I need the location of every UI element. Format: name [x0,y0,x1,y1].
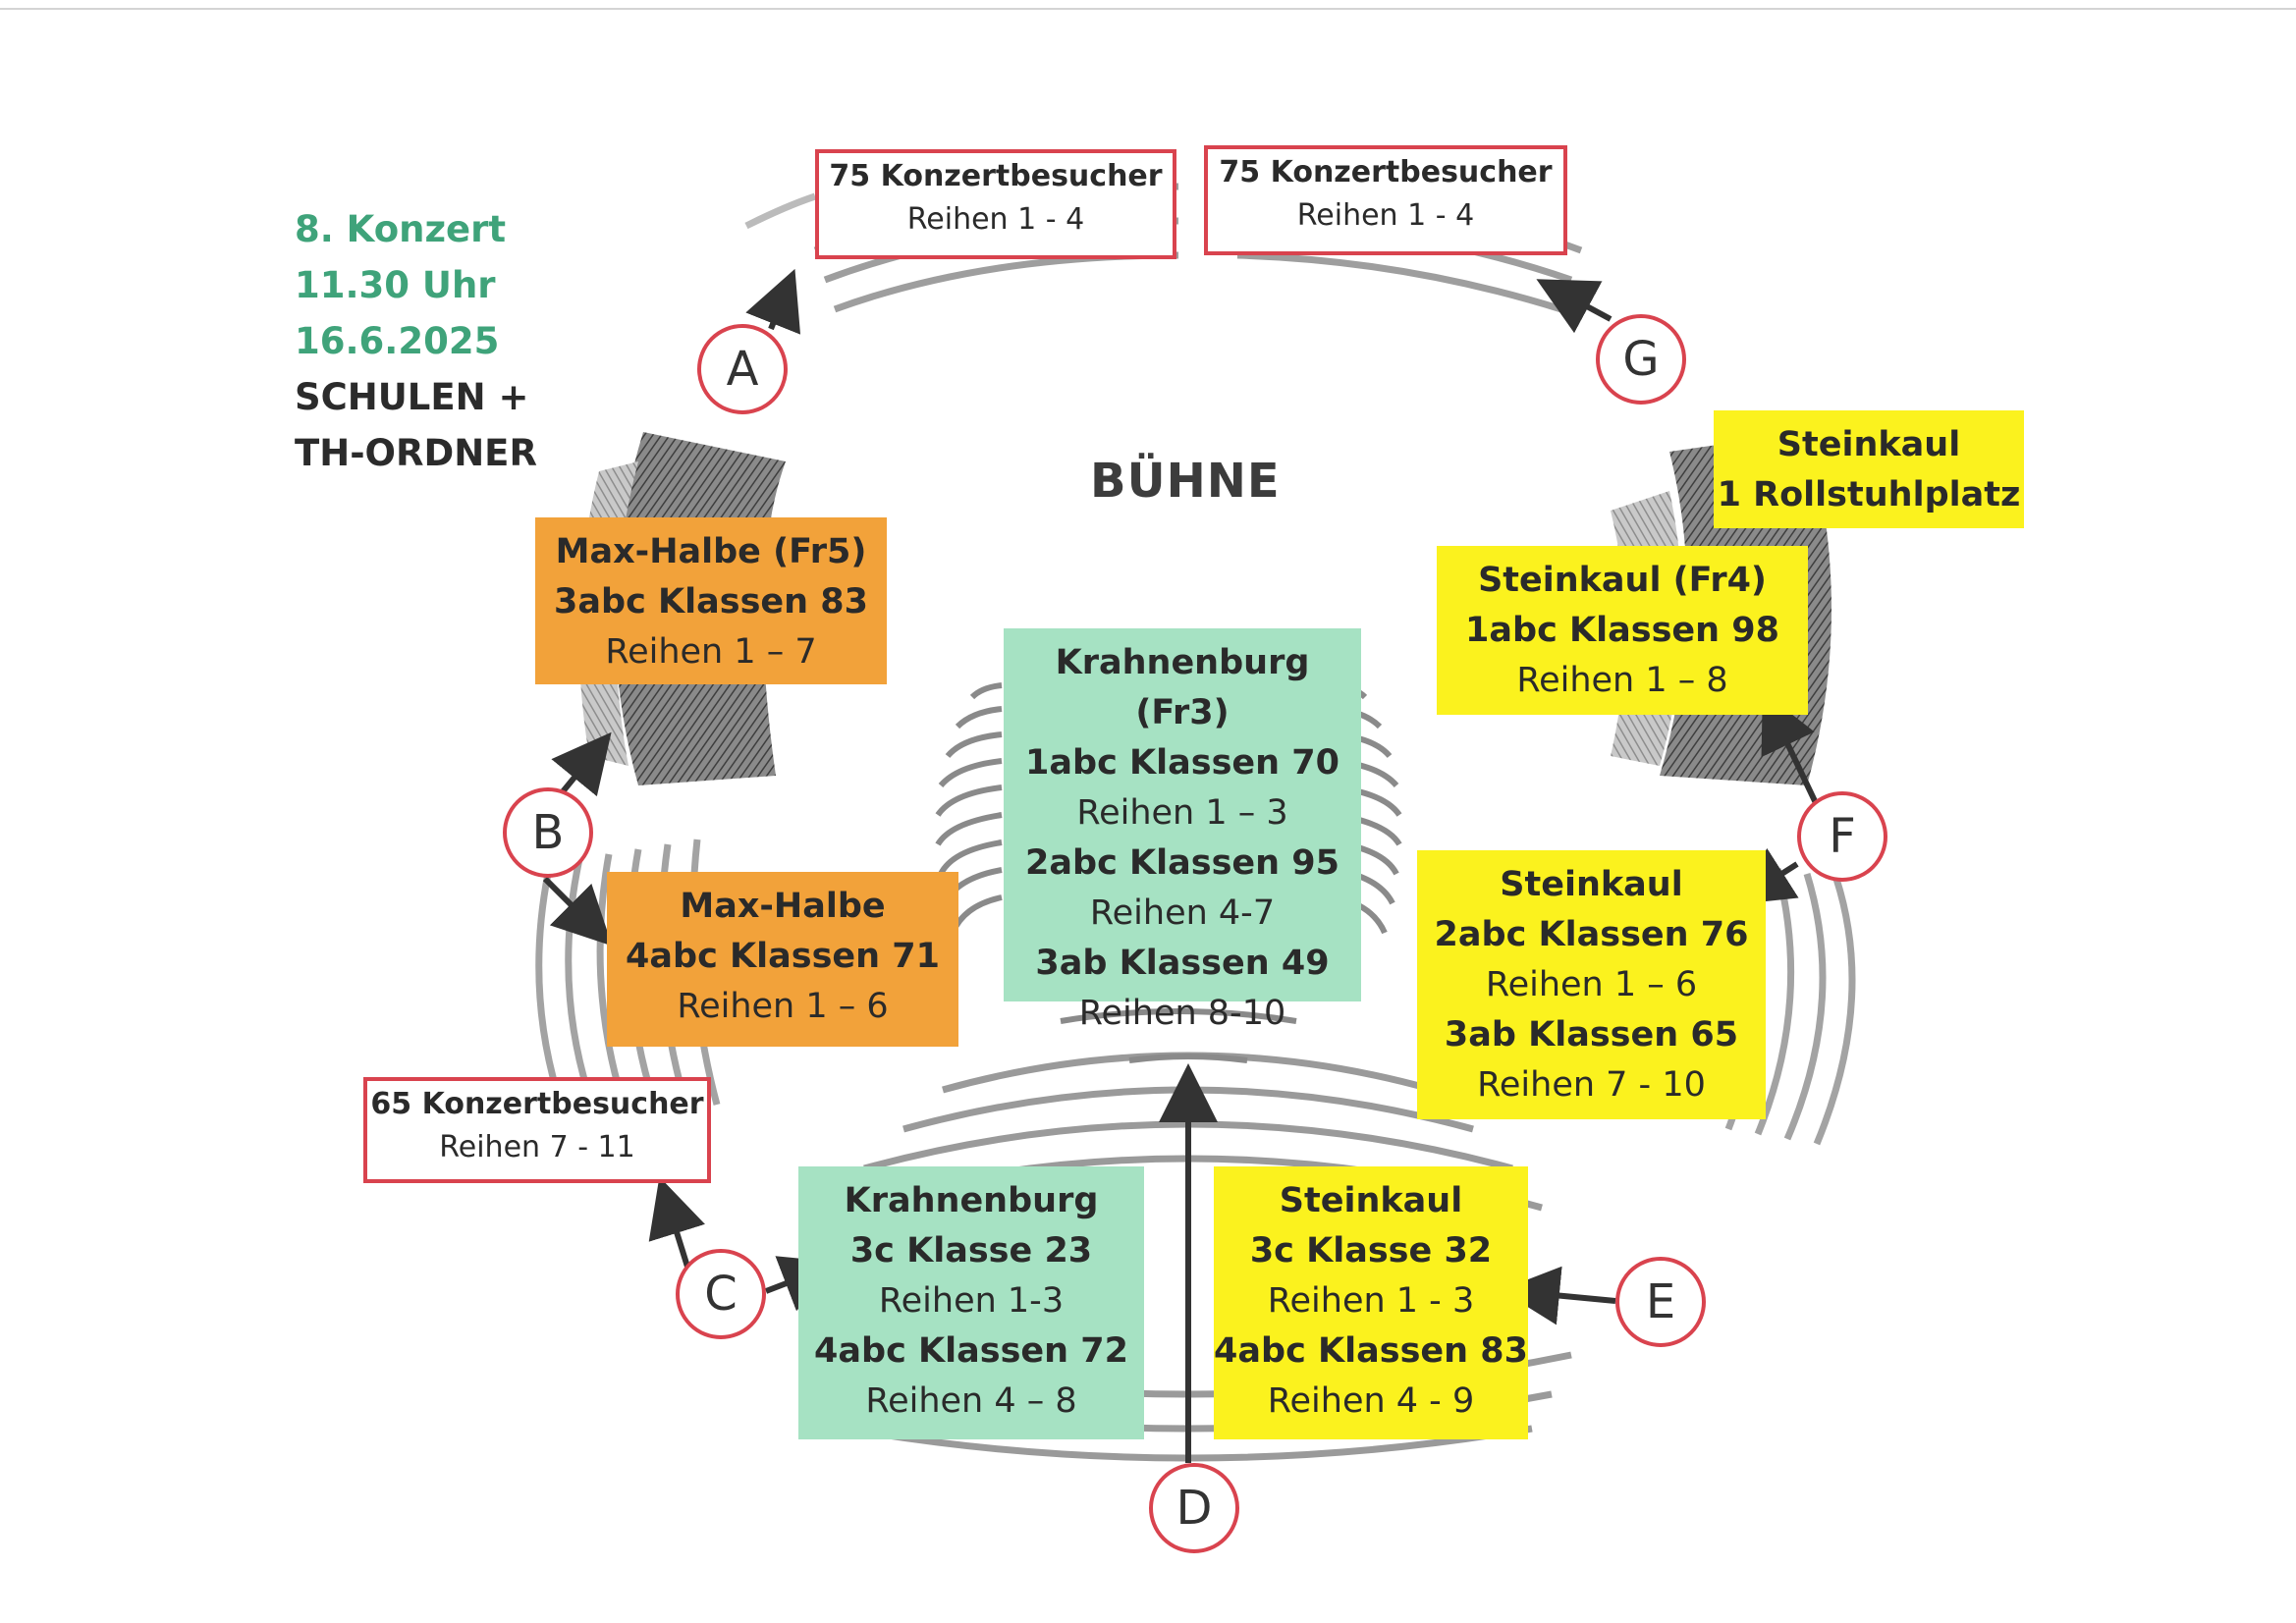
entrance-d: D [1149,1463,1239,1553]
krahnenburg-fr3-box: Krahnenburg (Fr3) 1abc Klassen 70 Reihen… [1004,628,1361,1033]
steinkaul-bottom-box: Steinkaul 3c Klasse 32 Reihen 1 - 3 4abc… [1214,1166,1528,1439]
maxhalbe-fr5-box: Max-Halbe (Fr5) 3abc Klassen 83 Reihen 1… [535,517,887,684]
concert-date: 16.6.2025 [295,320,500,362]
visitor-box-top-left: 75 Konzertbesucher Reihen 1 - 4 [815,149,1176,259]
entrance-b: B [503,787,593,878]
entrance-c: C [676,1249,766,1339]
concert-info: 8. Konzert 11.30 Uhr 16.6.2025 SCHULEN +… [295,201,537,481]
steinkaul-right-box: Steinkaul 2abc Klassen 76 Reihen 1 – 6 3… [1417,850,1766,1119]
concert-number: 8. Konzert [295,208,507,250]
krahnenburg-bottom-box: Krahnenburg 3c Klasse 23 Reihen 1-3 4abc… [798,1166,1144,1439]
maxhalbe-4abc-box: Max-Halbe 4abc Klassen 71 Reihen 1 – 6 [607,872,958,1047]
audience-line-2: TH-ORDNER [295,432,537,474]
top-border-line [0,8,2296,10]
steinkaul-rollstuhl-box: Steinkaul 1 Rollstuhlplatz [1714,410,2024,528]
entrance-f: F [1797,791,1887,882]
entrance-g: G [1596,314,1686,405]
audience-line-1: SCHULEN + [295,376,529,418]
stage-label: BÜHNE [1090,454,1281,509]
visitor-box-left: 65 Konzertbesucher Reihen 7 - 11 [363,1077,711,1183]
concert-time: 11.30 Uhr [295,264,496,306]
steinkaul-fr4-box: Steinkaul (Fr4) 1abc Klassen 98 Reihen 1… [1437,546,1808,715]
inner-seating-arcs [935,682,1402,1063]
entrance-a: A [697,324,788,414]
visitor-box-top-right: 75 Konzertbesucher Reihen 1 - 4 [1204,145,1567,255]
entrance-e: E [1615,1257,1706,1347]
